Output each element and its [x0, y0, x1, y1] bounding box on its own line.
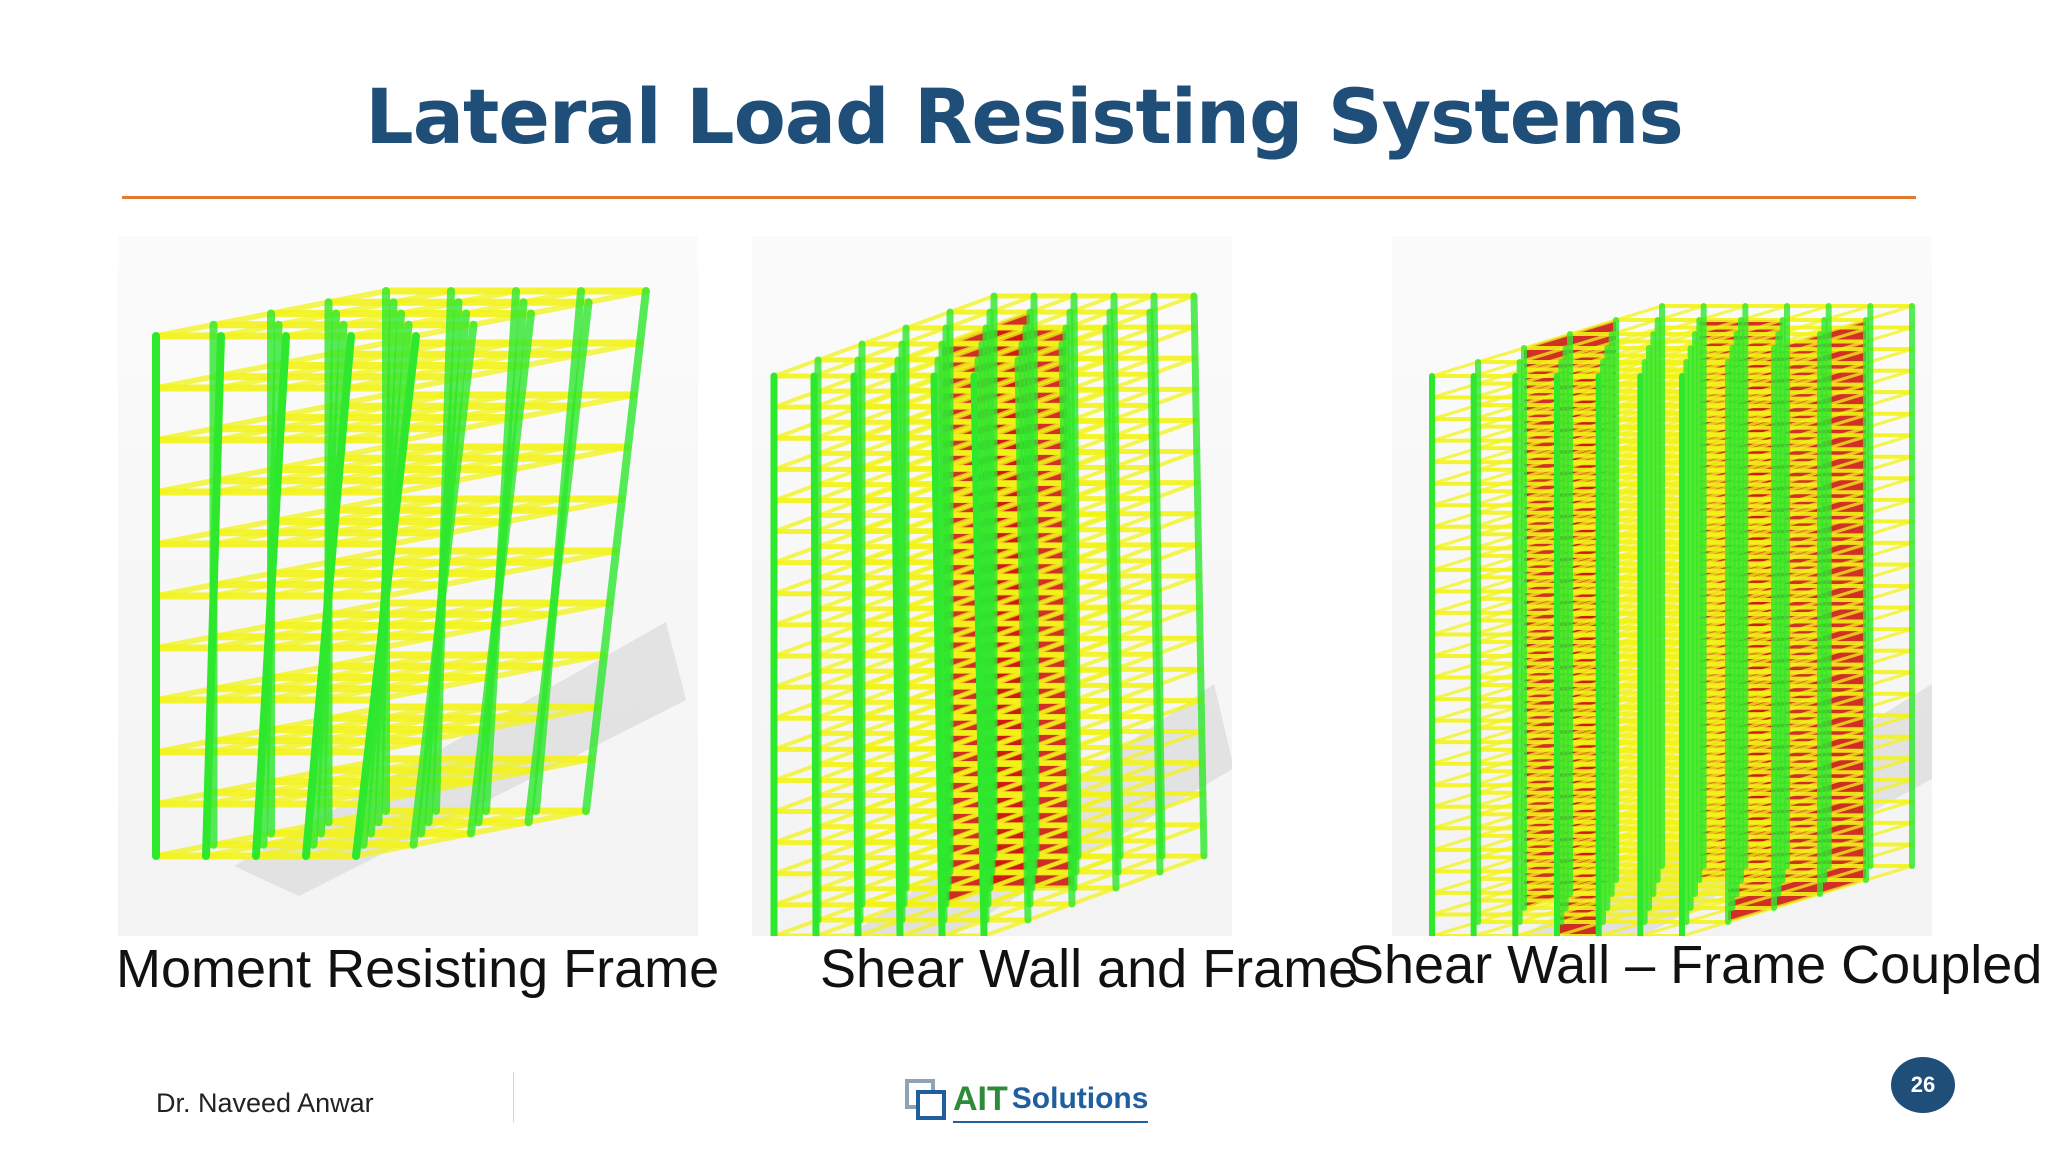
moment-frame-model [152, 287, 686, 896]
ait-solutions-logo: AIT Solutions [905, 1075, 1149, 1123]
caption-coupled-shear-wall: Shear Wall – Frame Coupled [1348, 935, 2043, 995]
footer-author: Dr. Naveed Anwar [156, 1088, 374, 1118]
page-number-badge: 26 [1891, 1057, 1955, 1113]
coupled-shear-wall-image [1392, 236, 1932, 936]
slide-title: Lateral Load Resisting Systems [365, 72, 1683, 161]
caption-shear-wall-frame: Shear Wall and Frame [820, 939, 1359, 999]
caption-moment-frame: Moment Resisting Frame [116, 939, 720, 999]
footer-separator [513, 1072, 514, 1122]
logo-secondary-text: Solutions [1011, 1082, 1149, 1115]
moment-frame-image [118, 236, 698, 936]
shear-wall-frame-image [752, 236, 1232, 936]
title-divider [122, 196, 1916, 199]
shear-wall-frame-model [770, 292, 1232, 936]
logo-primary-text: AIT [953, 1079, 1008, 1118]
coupled-shear-wall-model [1429, 303, 1932, 936]
logo-mark-icon [905, 1079, 946, 1120]
